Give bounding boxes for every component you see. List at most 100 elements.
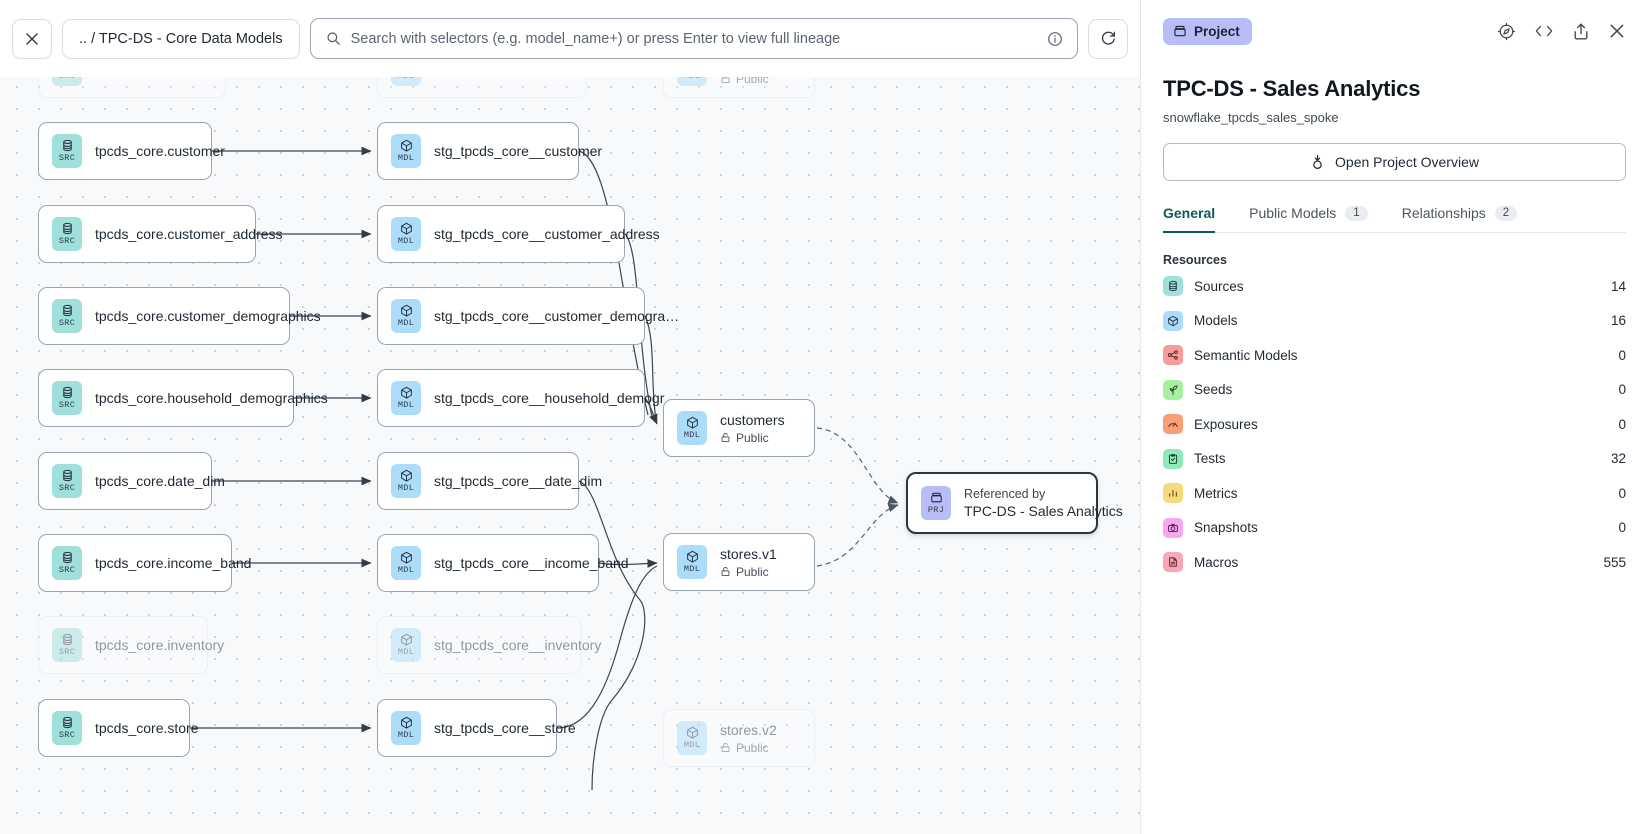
- src-badge: SRC: [52, 217, 82, 251]
- cube-icon: [1163, 310, 1183, 331]
- info-icon[interactable]: [1047, 31, 1063, 47]
- resource-name: Metrics: [1194, 485, 1238, 501]
- lineage-node[interactable]: SRC tpcds_core.income_band: [38, 534, 251, 592]
- lineage-node[interactable]: SRC tpcds_core.household_demographics: [38, 369, 328, 427]
- close-lineage-button[interactable]: [12, 18, 52, 59]
- mdl-badge: MDL: [391, 711, 421, 745]
- src-badge: SRC: [52, 299, 82, 333]
- node-label: TPC-DS - Sales Analytics: [964, 503, 1123, 519]
- node-label: stg_tpcds_core__customer_demogra…: [434, 308, 680, 324]
- mdl-badge: MDL: [391, 381, 421, 415]
- src-badge: SRC: [52, 546, 82, 580]
- lineage-node[interactable]: MDL stg_tpcds_core__customer: [377, 122, 602, 180]
- resource-name: Semantic Models: [1194, 347, 1298, 363]
- resource-count: 0: [1618, 382, 1626, 398]
- tab-public-models[interactable]: Public Models 1: [1249, 205, 1368, 232]
- node-label: tpcds_core.household_demographics: [95, 390, 328, 406]
- mdl-badge: MDL: [391, 134, 421, 168]
- open-project-overview-button[interactable]: Open Project Overview: [1163, 143, 1626, 181]
- search-input[interactable]: Search with selectors (e.g. model_name+)…: [309, 18, 1078, 59]
- seedling-icon: [1163, 379, 1183, 400]
- node-label: stg_tpcds_core__customer_address: [434, 226, 660, 242]
- lineage-node[interactable]: MDL stg_tpcds_core__household_demogr…: [377, 369, 678, 427]
- refresh-icon: [1101, 31, 1115, 45]
- lineage-node[interactable]: SRC tpcds_core.customer_address: [38, 205, 283, 263]
- bar-chart-icon: [1163, 483, 1183, 504]
- src-badge: SRC: [52, 711, 82, 745]
- prj-badge: PRJ: [921, 486, 951, 520]
- lineage-canvas[interactable]: .. / TPC-DS - Core Data Models Search wi…: [0, 0, 1140, 834]
- node-label: stores.v1: [720, 545, 777, 562]
- tab-label: Public Models: [1249, 205, 1337, 221]
- page-title: TPC-DS - Sales Analytics: [1163, 76, 1421, 101]
- node-label: customers: [720, 411, 785, 428]
- resource-type-chip: Project: [1163, 17, 1252, 45]
- tab-count: 1: [1345, 205, 1368, 221]
- node-label: stores.v2: [720, 721, 777, 738]
- node-label: tpcds_core.customer: [95, 143, 225, 159]
- refresh-button[interactable]: [1088, 18, 1128, 59]
- camera-icon: [1163, 517, 1183, 538]
- mdl-badge: MDL: [677, 545, 707, 579]
- gauge-icon: [1163, 414, 1183, 435]
- resource-count: 555: [1603, 554, 1626, 570]
- lineage-toolbar: .. / TPC-DS - Core Data Models Search wi…: [0, 0, 1140, 77]
- lineage-node[interactable]: MDL stg_tpcds_core__customer_address: [377, 205, 660, 263]
- chip-label: Project: [1194, 23, 1240, 39]
- breadcrumb[interactable]: .. / TPC-DS - Core Data Models: [62, 18, 300, 59]
- graph-node-icon: [1163, 345, 1183, 366]
- node-label: stg_tpcds_core__date_dim: [434, 473, 603, 489]
- lineage-node[interactable]: SRC tpcds_core.store: [38, 699, 199, 757]
- resource-name: Macros: [1194, 554, 1239, 570]
- share-icon[interactable]: [1572, 22, 1590, 41]
- node-label: tpcds_core.income_band: [95, 555, 252, 571]
- node-label: tpcds_core.customer_demographics: [95, 308, 321, 324]
- mdl-badge: MDL: [677, 721, 707, 755]
- close-icon[interactable]: [1608, 22, 1626, 40]
- lock-icon: [721, 432, 730, 443]
- code-icon[interactable]: [1534, 23, 1554, 39]
- node-label: stg_tpcds_core__household_demogr…: [434, 390, 679, 406]
- tab-general[interactable]: General: [1163, 205, 1216, 233]
- toolbar-right: [1088, 18, 1128, 59]
- resource-row[interactable]: Macros 555: [1163, 547, 1626, 578]
- resource-count: 32: [1610, 451, 1626, 467]
- resource-count: 0: [1618, 416, 1626, 432]
- lineage-node[interactable]: SRC tpcds_core.customer_demographics: [38, 287, 321, 345]
- tab-count: 2: [1494, 205, 1518, 221]
- resource-count: 0: [1618, 520, 1626, 536]
- node-label: tpcds_core.customer_address: [95, 226, 283, 242]
- mdl-badge: MDL: [391, 217, 421, 251]
- panel-header: Project: [1163, 16, 1626, 46]
- explore-icon[interactable]: [1497, 22, 1516, 41]
- node-label: stg_tpcds_core__customer: [434, 143, 603, 159]
- mdl-badge: MDL: [391, 299, 421, 333]
- node-label: tpcds_core.store: [95, 720, 199, 736]
- resource-row[interactable]: Exposures 0: [1163, 409, 1626, 440]
- resource-count: 0: [1618, 347, 1626, 363]
- resource-row[interactable]: Semantic Models 0: [1163, 340, 1626, 371]
- lineage-node[interactable]: MDL stg_tpcds_core__customer_demogra…: [377, 287, 679, 345]
- src-badge: SRC: [52, 381, 82, 415]
- resource-name: Exposures: [1194, 416, 1258, 432]
